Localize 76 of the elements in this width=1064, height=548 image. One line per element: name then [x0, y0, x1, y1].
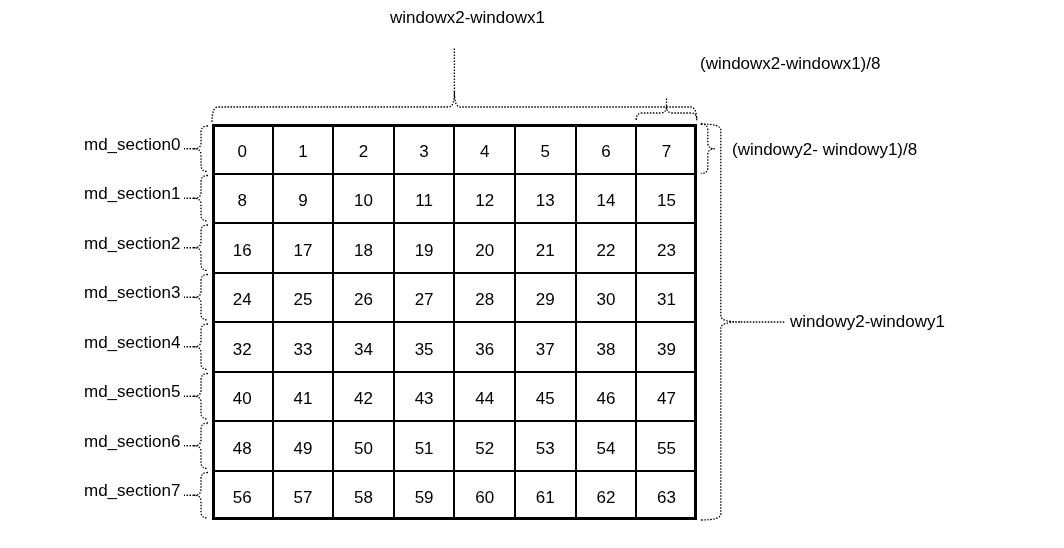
grid-cell: 4 [454, 124, 515, 174]
dimension-label: windowy2-windowy1 [790, 312, 945, 332]
grid-cell: 55 [636, 421, 697, 471]
grid-cell: 54 [575, 421, 637, 471]
grid-cell: 3 [393, 124, 455, 174]
grid-cell: 23 [636, 223, 697, 273]
grid-cell: 37 [515, 322, 576, 372]
grid-cell: 24 [212, 272, 273, 322]
grid-cell: 59 [393, 470, 455, 520]
grid-cell: 51 [393, 421, 455, 471]
grid-cell: 25 [272, 272, 334, 322]
grid-cell: 38 [575, 322, 637, 372]
grid-cell: 57 [272, 470, 334, 520]
dimension-label: (windowy2- windowy1)/8 [732, 140, 918, 160]
grid-cell: 63 [636, 470, 697, 520]
grid-cell: 2 [333, 124, 394, 174]
grid-cell: 11 [393, 173, 455, 223]
grid-cell: 50 [333, 421, 394, 471]
grid-cell: 21 [515, 223, 576, 273]
grid-cell: 41 [272, 371, 334, 421]
grid-cell: 28 [454, 272, 515, 322]
grid-cell: 36 [454, 322, 515, 372]
grid-cell: 61 [515, 470, 576, 520]
grid-cell: 15 [636, 173, 697, 223]
section-label: md_section3 [84, 283, 181, 304]
grid-cell: 18 [333, 223, 394, 273]
grid-cell: 47 [636, 371, 697, 421]
grid-cell: 30 [575, 272, 637, 322]
section-label: md_section1 [84, 184, 181, 205]
dimension-label: (windowx2-windowx1)/8 [700, 54, 881, 74]
grid-cell: 9 [272, 173, 334, 223]
grid-cell: 52 [454, 421, 515, 471]
grid-cell: 34 [333, 322, 394, 372]
grid-cell: 13 [515, 173, 576, 223]
grid-cell: 44 [454, 371, 515, 421]
grid-cell: 56 [212, 470, 273, 520]
grid-cell: 19 [393, 223, 455, 273]
grid-cell: 12 [454, 173, 515, 223]
grid-cell: 42 [333, 371, 394, 421]
grid-cell: 31 [636, 272, 697, 322]
grid-cell: 29 [515, 272, 576, 322]
grid-cell: 10 [333, 173, 394, 223]
grid-cell: 53 [515, 421, 576, 471]
grid-cell: 17 [272, 223, 334, 273]
grid-cell: 20 [454, 223, 515, 273]
grid-cell: 35 [393, 322, 455, 372]
grid-cell: 6 [575, 124, 637, 174]
grid-cell: 48 [212, 421, 273, 471]
grid-cell: 32 [212, 322, 273, 372]
grid-cell: 43 [393, 371, 455, 421]
grid-cell: 39 [636, 322, 697, 372]
section-label: md_section0 [84, 134, 181, 155]
grid-cell: 46 [575, 371, 637, 421]
grid-cell: 16 [212, 223, 273, 273]
section-label: md_section6 [84, 431, 181, 452]
dimension-label: windowx2-windowx1 [390, 8, 545, 28]
section-label: md_section4 [84, 332, 181, 353]
grid-cell: 0 [212, 124, 273, 174]
grid-cell: 5 [515, 124, 576, 174]
grid-cell: 22 [575, 223, 637, 273]
grid-cell: 40 [212, 371, 273, 421]
grid-cell: 1 [272, 124, 334, 174]
section-label: md_section2 [84, 233, 181, 254]
section-label: md_section7 [84, 481, 181, 502]
grid-cell: 8 [212, 173, 273, 223]
grid-cell: 27 [393, 272, 455, 322]
grid-cell: 14 [575, 173, 637, 223]
grid-cell: 7 [636, 124, 697, 174]
grid-cell: 58 [333, 470, 394, 520]
section-label: md_section5 [84, 382, 181, 403]
grid-cell: 33 [272, 322, 334, 372]
grid-cell: 45 [515, 371, 576, 421]
grid-cell: 60 [454, 470, 515, 520]
grid-cell: 49 [272, 421, 334, 471]
grid-cell: 62 [575, 470, 637, 520]
grid-cell: 26 [333, 272, 394, 322]
